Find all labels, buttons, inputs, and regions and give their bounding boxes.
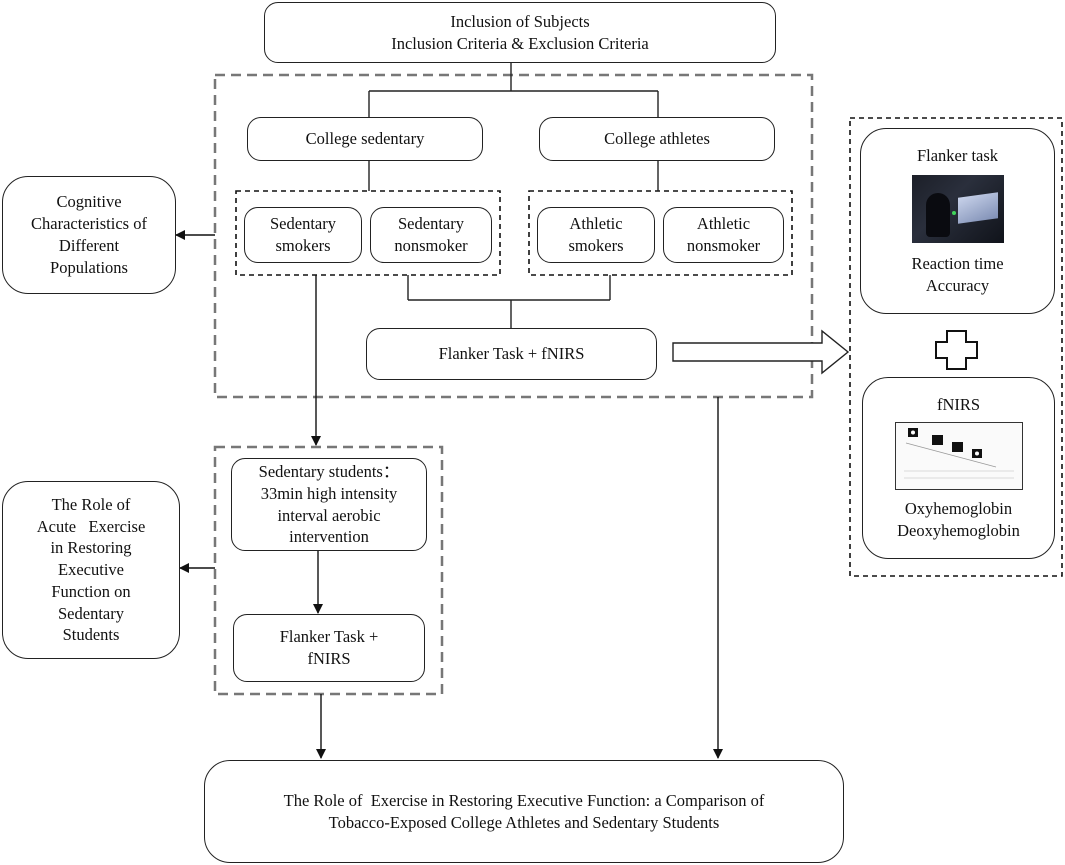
flanker-fnirs-post-box: Flanker Task + fNIRS — [233, 614, 425, 682]
inclusion-criteria: Inclusion Criteria & Exclusion Criteria — [391, 33, 649, 53]
intervention-line4: intervention — [289, 527, 369, 547]
conclusion-box: The Role of Exercise in Restoring Execut… — [204, 760, 844, 863]
sedentary-subgroups-border — [235, 190, 501, 276]
inclusion-title: Inclusion of Subjects — [450, 11, 590, 31]
college-sedentary-box: College sedentary — [247, 117, 483, 161]
sedentary-smokers-line1: Sedentary — [270, 214, 336, 234]
acute-role-line7: Students — [62, 625, 120, 645]
deoxyhemoglobin-label: Deoxyhemoglobin — [897, 520, 1020, 540]
sedentary-smokers-line2: smokers — [275, 236, 331, 255]
athletic-smokers-line1: Athletic — [569, 214, 623, 234]
plus-sign — [935, 330, 978, 370]
sedentary-nonsmoker-line2: nonsmoker — [394, 236, 468, 255]
acute-role-line2: Acute Exercise — [36, 516, 146, 536]
tree-connectors — [368, 62, 659, 328]
conclusion-line1: The Role of Exercise in Restoring Execut… — [283, 790, 765, 810]
college-athletes-label: College athletes — [604, 129, 710, 149]
flanker-fnirs-post-line1: Flanker Task + — [279, 627, 379, 647]
fnirs-measure-box: fNIRS Oxyhemoglobin Deoxyhemoglobin — [862, 377, 1055, 559]
measures-panel-border — [849, 117, 1063, 577]
conclusion-line2: Tobacco-Exposed College Athletes and Sed… — [328, 812, 720, 832]
college-athletes-box: College athletes — [539, 117, 775, 161]
fnirs-figure-drawing — [903, 428, 1014, 479]
fnirs-measure-title: fNIRS — [936, 395, 981, 415]
monitor-screen — [957, 192, 998, 224]
cognitive-line1: Cognitive — [56, 192, 122, 212]
cognitive-line2: Characteristics of — [31, 214, 147, 234]
athletic-nonsmoker-box: Athletic nonsmoker — [663, 207, 784, 263]
acute-role-line5: Function on — [51, 581, 131, 601]
intervention-line3: interval aerobic — [277, 505, 381, 525]
fnirs-timeline-figure — [894, 422, 1023, 491]
flanker-fnirs-main-label: Flanker Task + fNIRS — [438, 344, 585, 364]
athletic-smokers-line2: smokers — [568, 236, 624, 255]
flanker-measure-title: Flanker task — [916, 146, 999, 166]
flanker-fnirs-post-line2: fNIRS — [307, 649, 351, 668]
acute-role-line4: Executive — [58, 560, 124, 580]
intervention-box: Sedentary students： 33min high intensity… — [231, 458, 427, 551]
intervention-line1: Sedentary students： — [258, 461, 400, 481]
flanker-fnirs-main-box: Flanker Task + fNIRS — [366, 328, 657, 380]
acute-role-box: The Role of Acute Exercise in Restoring … — [2, 481, 180, 659]
athletic-nonsmoker-line2: nonsmoker — [686, 236, 761, 255]
intervention-group-border — [213, 445, 444, 696]
acute-role-line3: in Restoring — [50, 538, 132, 558]
athletic-nonsmoker-line1: Athletic — [696, 214, 751, 234]
sedentary-nonsmoker-line1: Sedentary — [398, 214, 464, 234]
flanker-task-photo — [911, 175, 1004, 244]
hollow-arrow-to-measures — [672, 329, 850, 375]
sedentary-smokers-box: Sedentary smokers — [244, 207, 362, 263]
indicator-light — [951, 211, 956, 216]
main-study-group-border — [213, 73, 814, 399]
arrow-connectors — [175, 230, 723, 759]
athletic-smokers-box: Athletic smokers — [537, 207, 655, 263]
cognitive-line4: Populations — [50, 257, 128, 277]
cognitive-characteristics-box: Cognitive Characteristics of Different P… — [2, 176, 176, 294]
acute-role-line1: The Role of — [51, 494, 131, 514]
oxyhemoglobin-label: Oxyhemoglobin — [904, 499, 1013, 519]
sedentary-nonsmoker-box: Sedentary nonsmoker — [370, 207, 492, 263]
reaction-time-label: Reaction time — [911, 254, 1004, 274]
acute-role-line6: Sedentary — [58, 603, 124, 623]
athletic-subgroups-border — [528, 190, 793, 276]
participant-silhouette — [925, 193, 950, 238]
flanker-measure-box: Flanker task Reaction time Accuracy — [860, 128, 1055, 314]
accuracy-label: Accuracy — [925, 275, 990, 295]
college-sedentary-label: College sedentary — [305, 129, 425, 149]
inclusion-box: Inclusion of Subjects Inclusion Criteria… — [264, 2, 776, 63]
intervention-line2: 33min high intensity — [260, 483, 398, 503]
cognitive-line3: Different — [58, 236, 120, 255]
